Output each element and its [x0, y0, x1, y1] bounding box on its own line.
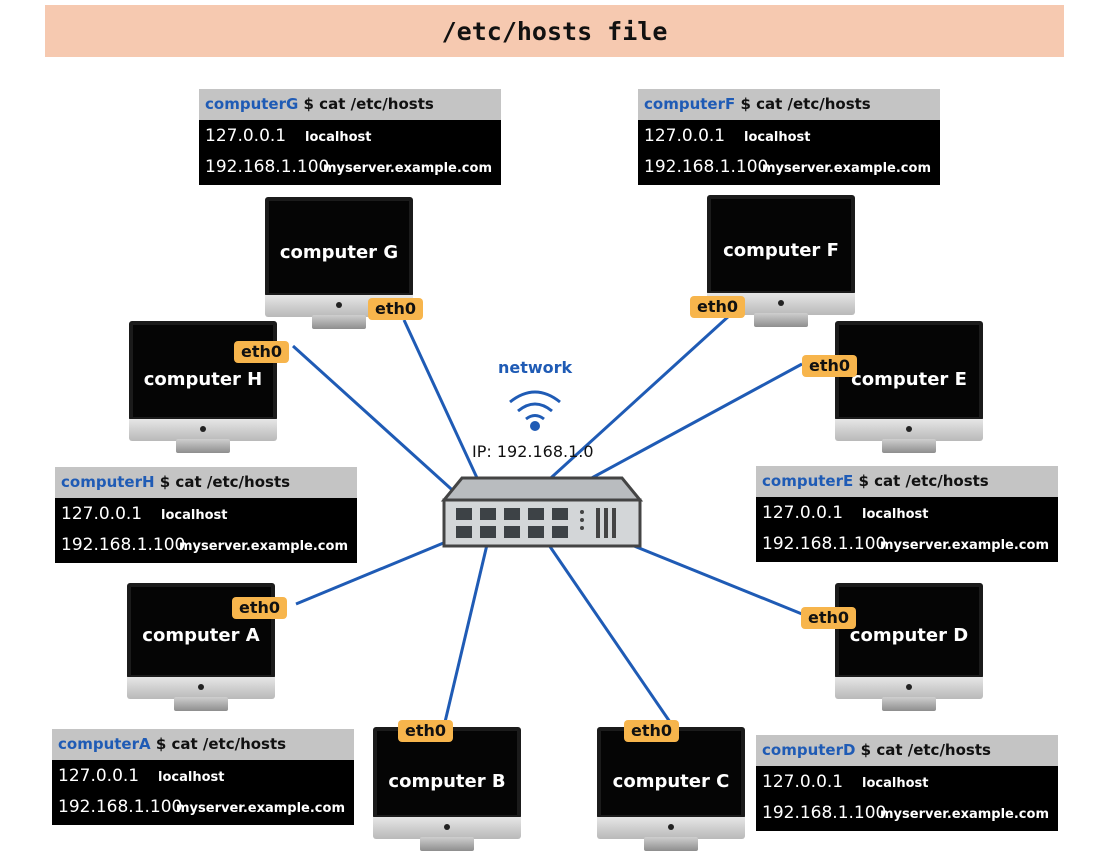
- terminal-header: computerD $ cat /etc/hosts: [756, 735, 1058, 766]
- network-switch-icon: [440, 476, 644, 548]
- monitor-computer-f: computer F: [707, 195, 855, 327]
- monitor-stand: [882, 439, 936, 453]
- computer-label: computer F: [723, 240, 839, 261]
- monitor-stand: [754, 313, 808, 327]
- computer-label: computer D: [849, 625, 969, 646]
- link-f: [518, 313, 732, 508]
- monitor-screen: [707, 195, 855, 295]
- monitor-stand: [882, 697, 936, 711]
- monitor-stand: [174, 697, 228, 711]
- hosts-row: 192.168.1.100myserver.example.com: [58, 797, 345, 817]
- monitor-bezel: [835, 419, 983, 441]
- monitor-bezel: [373, 817, 521, 839]
- monitor-bezel: [127, 677, 275, 699]
- computer-label: computer H: [143, 369, 263, 390]
- monitor-screen: [373, 727, 521, 819]
- monitor-computer-c: computer C: [597, 727, 745, 851]
- eth0-badge-b: eth0: [398, 720, 454, 742]
- terminal-header: computerE $ cat /etc/hosts: [756, 466, 1058, 497]
- link-g: [402, 319, 492, 507]
- title-bar: /etc/hosts file: [45, 5, 1064, 57]
- eth0-badge-g: eth0: [368, 298, 424, 320]
- monitor-bezel: [597, 817, 745, 839]
- hosts-row: 192.168.1.100myserver.example.com: [205, 157, 492, 177]
- monitor-stand: [312, 315, 366, 329]
- eth0-badge-d: eth0: [801, 607, 857, 629]
- hosts-row: 192.168.1.100myserver.example.com: [762, 803, 1049, 823]
- link-a: [295, 530, 471, 606]
- eth0-badge-c: eth0: [624, 720, 680, 742]
- computer-label: computer B: [388, 771, 506, 792]
- computer-label: computer A: [142, 625, 260, 646]
- page-title: /etc/hosts file: [441, 16, 668, 46]
- monitor-bezel: [835, 677, 983, 699]
- link-b: [443, 531, 492, 723]
- eth0-badge-h: eth0: [234, 341, 290, 363]
- hosts-row: 192.168.1.100myserver.example.com: [61, 535, 348, 555]
- monitor-stand: [420, 837, 474, 851]
- monitor-computer-h: computer H: [129, 321, 277, 453]
- computer-label: computer C: [612, 771, 730, 792]
- computer-label: computer E: [851, 369, 967, 390]
- monitor-computer-d: computer D: [835, 583, 983, 711]
- wifi-icon: [509, 390, 561, 431]
- monitor-screen: [835, 583, 983, 679]
- link-h: [291, 344, 472, 508]
- eth0-badge-e: eth0: [802, 355, 858, 377]
- computer-label: computer G: [279, 242, 399, 263]
- network-ip-label: IP: 192.168.1.0: [472, 442, 594, 461]
- terminal-header: computerF $ cat /etc/hosts: [638, 89, 940, 120]
- terminal-header: computerG $ cat /etc/hosts: [199, 89, 501, 120]
- eth0-badge-f: eth0: [690, 296, 746, 318]
- hosts-row: 192.168.1.100myserver.example.com: [644, 157, 931, 177]
- monitor-computer-b: computer B: [373, 727, 521, 851]
- monitor-bezel: [129, 419, 277, 441]
- monitor-computer-g: computer G: [265, 197, 413, 329]
- monitor-computer-e: computer E: [835, 321, 983, 453]
- hosts-row: 192.168.1.100myserver.example.com: [762, 534, 1049, 554]
- terminal-header: computerH $ cat /etc/hosts: [55, 467, 357, 498]
- network-label: network: [498, 358, 573, 377]
- monitor-stand: [176, 439, 230, 453]
- link-c: [538, 531, 672, 723]
- terminal-header: computerA $ cat /etc/hosts: [52, 729, 354, 760]
- eth0-badge-a: eth0: [232, 597, 288, 619]
- monitor-stand: [644, 837, 698, 851]
